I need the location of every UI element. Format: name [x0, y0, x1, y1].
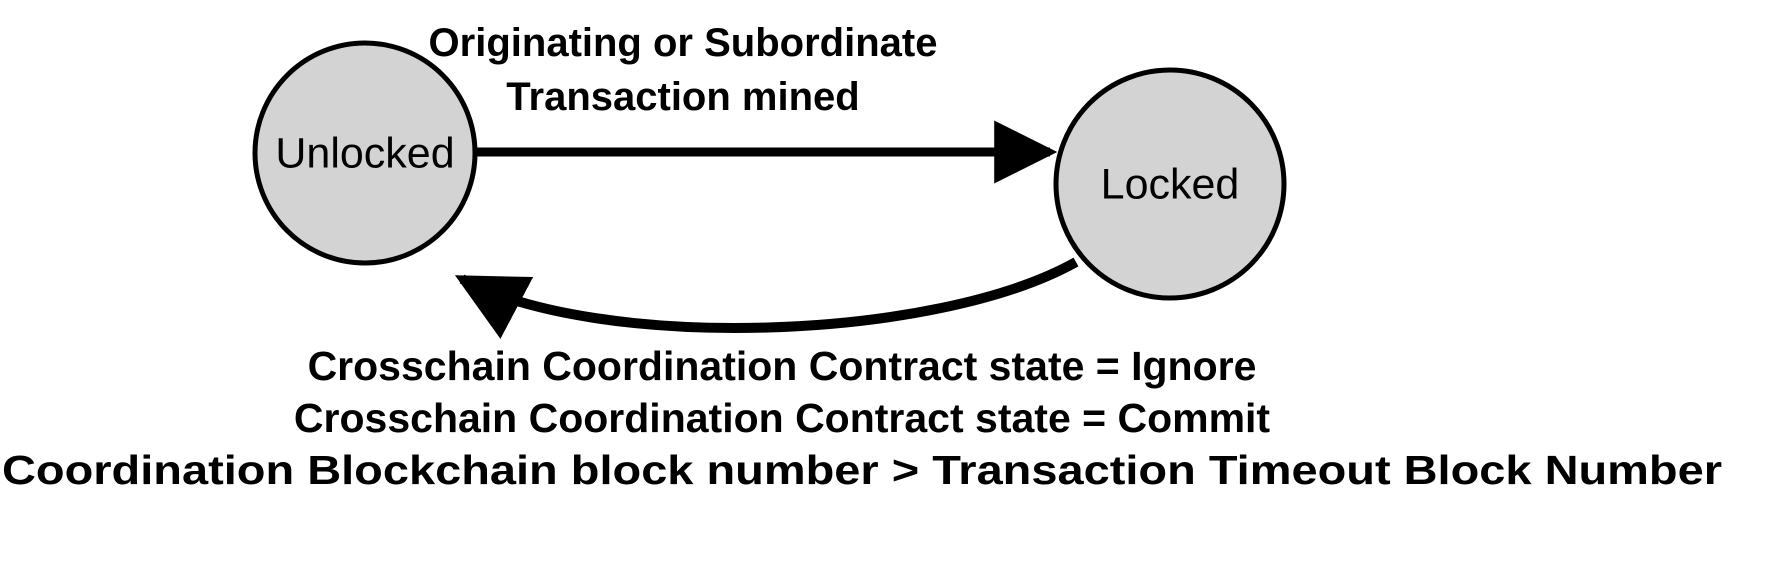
state-circle-locked[interactable] [1053, 67, 1287, 301]
condition-line-2: Crosschain Coordination Contract state =… [294, 395, 1270, 441]
transition-condition-block: Crosschain Coordination Contract state =… [2, 343, 1722, 493]
state-label-locked: Locked [1101, 160, 1240, 208]
state-node-unlocked[interactable]: Unlocked [252, 40, 478, 266]
transition-locked-to-unlocked [454, 257, 1079, 339]
state-circle-unlocked[interactable] [252, 40, 478, 266]
transition-label-unlocked-to-locked-line2: Transaction mined [506, 75, 859, 119]
condition-line-1: Crosschain Coordination Contract state =… [308, 343, 1257, 389]
state-node-locked[interactable]: Locked [1053, 67, 1287, 301]
condition-line-3: Coordination Blockchain block number > T… [2, 447, 1722, 493]
transition-label-unlocked-to-locked-line1: Originating or Subordinate [429, 21, 938, 65]
transition-arrow-locked-to-unlocked [454, 257, 1079, 339]
transition-unlocked-to-locked: Originating or Subordinate Transaction m… [429, 21, 1058, 184]
state-label-unlocked: Unlocked [275, 129, 454, 177]
